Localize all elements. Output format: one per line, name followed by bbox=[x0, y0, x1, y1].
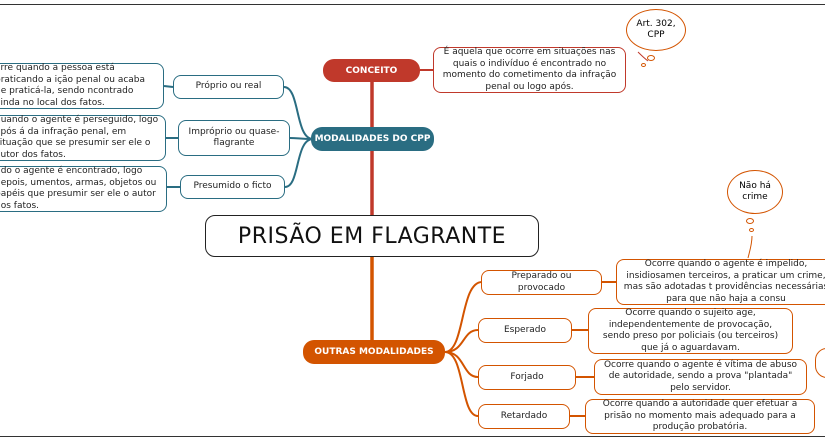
naocrime-link bbox=[747, 235, 753, 259]
modalidade-retardado-text: Ocorre quando a autoridade quer efetuar … bbox=[585, 399, 815, 434]
modalidade-esperado-text: Ocorre quando o sujeito age, independent… bbox=[588, 308, 793, 354]
nao-ha-crime-note: Não há crime bbox=[727, 170, 783, 214]
modalidade-presumido[interactable]: Presumido o ficto bbox=[180, 175, 285, 199]
link-presumido bbox=[284, 138, 314, 188]
art-link bbox=[637, 51, 649, 62]
modalidade-improprio[interactable]: Impróprio ou quase-flagrante bbox=[178, 120, 290, 156]
art-note-dot bbox=[647, 55, 655, 61]
modalidade-forjado[interactable]: Forjado bbox=[478, 365, 576, 390]
modalidade-proprio[interactable]: Próprio ou real bbox=[173, 75, 284, 99]
link-retardado bbox=[444, 351, 479, 417]
link-preparado bbox=[444, 281, 483, 353]
link-forjado bbox=[444, 351, 479, 378]
modalidade-retardado[interactable]: Retardado bbox=[478, 404, 570, 429]
outras-modalidades-topic[interactable]: OUTRAS MODALIDADES bbox=[303, 340, 445, 364]
modalidade-proprio-text: orre quando a pessoa está praticando a i… bbox=[0, 63, 164, 109]
modalidades-cpp-topic[interactable]: MODALIDADES DO CPP bbox=[311, 127, 434, 151]
modalidade-esperado[interactable]: Esperado bbox=[478, 318, 572, 343]
link-proprio-text bbox=[163, 85, 174, 88]
conceito-topic[interactable]: CONCEITO bbox=[323, 59, 420, 82]
link-proprio bbox=[283, 86, 314, 140]
central-topic[interactable]: PRISÃO EM FLAGRANTE bbox=[205, 215, 539, 257]
modalidade-improprio-text: quando o agente é perseguido, logo após … bbox=[0, 115, 166, 161]
modalidade-preparado[interactable]: Preparado ou provocado bbox=[481, 270, 602, 295]
link-esperado bbox=[444, 329, 479, 353]
modalidade-forjado-text: Ocorre quando o agente é vítima de abuso… bbox=[594, 359, 807, 395]
nao-ha-crime-dot-small bbox=[749, 228, 754, 232]
art-302-note: Art. 302, CPP bbox=[626, 9, 686, 51]
modalidade-preparado-text: Ocorre quando o agente é impelido, insid… bbox=[616, 259, 825, 305]
conceito-text: É aquela que ocorre em situações nas qua… bbox=[433, 47, 626, 93]
art-note-dot-small bbox=[641, 63, 646, 67]
modalidade-presumido-text: ndo o agente é encontrado, logo depois, … bbox=[0, 166, 167, 212]
nao-ha-crime-dot bbox=[746, 218, 754, 224]
